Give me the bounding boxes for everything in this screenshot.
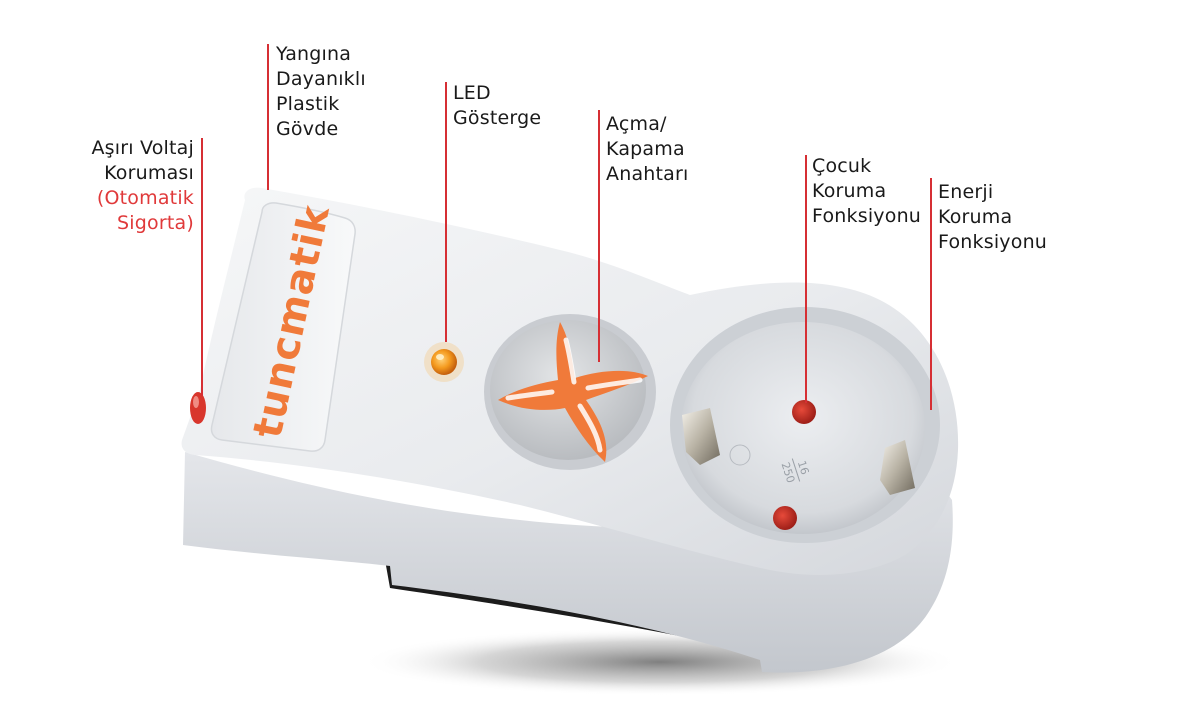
callout-led: LED Gösterge xyxy=(453,82,542,129)
leader-overvoltage xyxy=(201,138,203,396)
leader-child xyxy=(805,155,807,403)
callout-fireproof: Yangına Dayanıklı Plastik Gövde xyxy=(276,43,366,140)
switch-orange-mark xyxy=(498,322,648,462)
svg-text:16: 16 xyxy=(795,459,812,476)
ground-clip-left xyxy=(682,408,720,465)
body-side xyxy=(183,452,953,673)
callout-overvoltage: Aşırı Voltaj Koruması (Otomatik Sigorta) xyxy=(91,137,194,234)
socket-hole-bottom xyxy=(773,506,797,530)
leader-switch xyxy=(598,110,600,362)
leader-fireproof xyxy=(267,44,269,190)
socket-hole-top xyxy=(792,400,816,424)
svg-text:250: 250 xyxy=(778,461,797,485)
logo-panel xyxy=(210,202,356,452)
outlet-socket: 16 250 xyxy=(670,307,940,543)
ground-clip-right xyxy=(880,440,915,495)
leader-energy xyxy=(930,178,932,410)
power-switch[interactable] xyxy=(484,314,656,470)
callout-energy: Enerji Koruma Fonksiyonu xyxy=(938,181,1048,253)
led-indicator xyxy=(431,349,457,375)
rating-stamp: 16 250 xyxy=(778,458,812,485)
callout-switch: Açma/ Kapama Anahtarı xyxy=(606,113,689,185)
leader-led xyxy=(445,82,447,342)
callout-child: Çocuk Koruma Fonksiyonu xyxy=(812,155,922,227)
fuse-button[interactable] xyxy=(190,392,206,424)
